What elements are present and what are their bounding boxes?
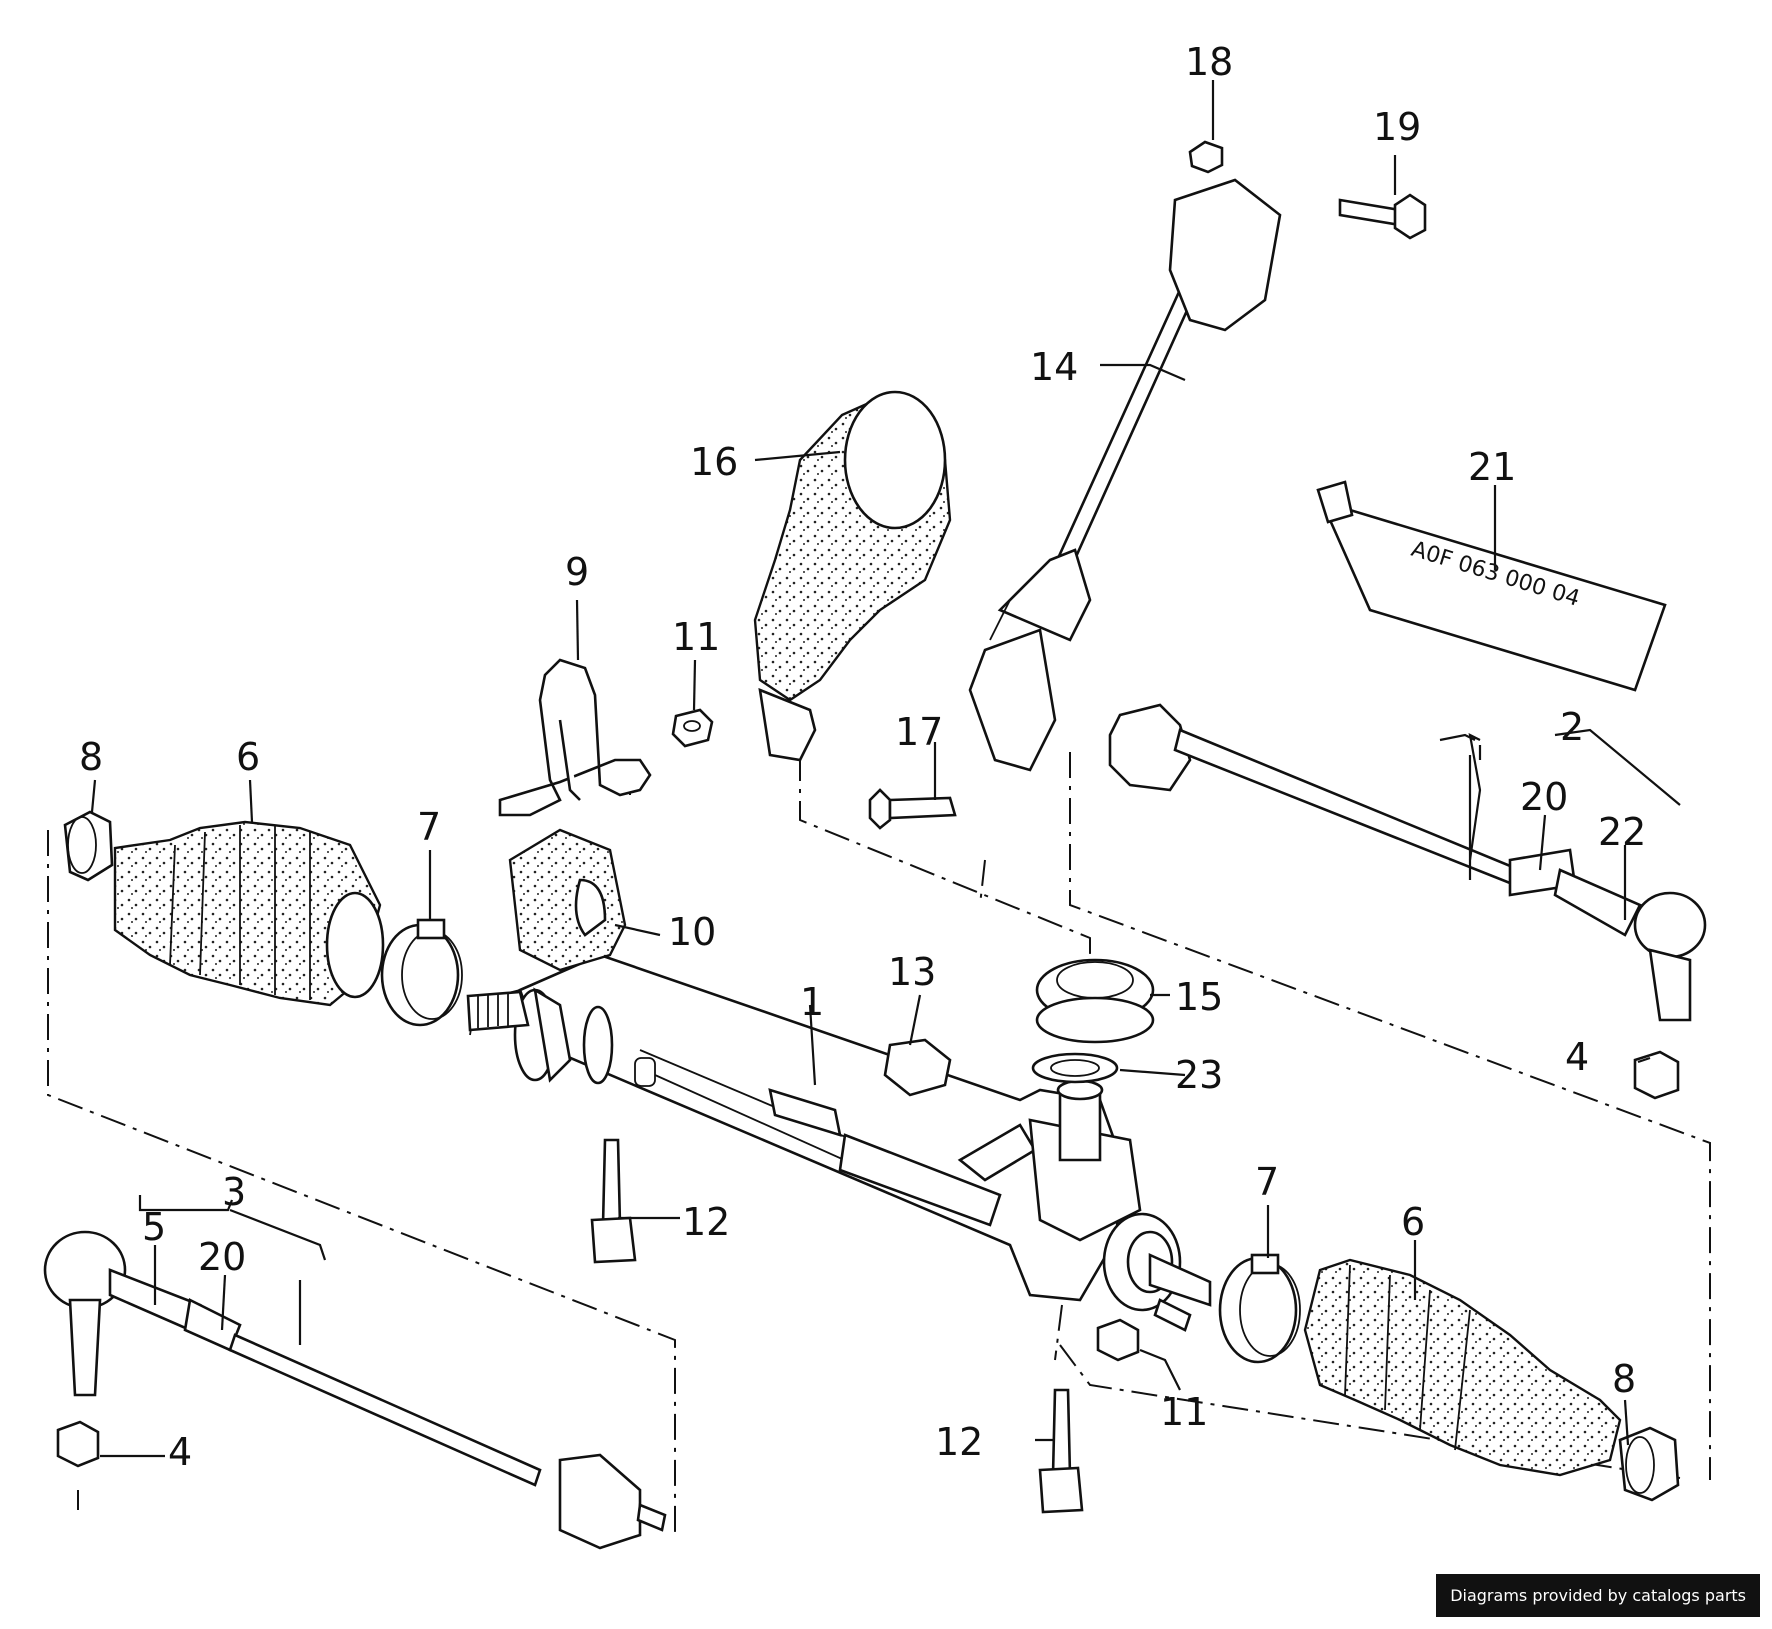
label-4-left: 4 — [168, 1430, 192, 1474]
label-15: 15 — [1175, 975, 1223, 1019]
seal-15 — [1035, 958, 1155, 1044]
steering-shaft — [968, 178, 1282, 772]
rack-boot-right — [1303, 1258, 1622, 1477]
label-2: 2 — [1560, 705, 1584, 749]
label-12-lower: 12 — [935, 1420, 983, 1464]
label-4-right: 4 — [1565, 1035, 1589, 1079]
label-1: 1 — [800, 980, 824, 1024]
label-8-left: 8 — [79, 735, 103, 779]
label-20-right: 20 — [1520, 775, 1568, 819]
pinch-bolt-17 — [868, 788, 957, 830]
tie-rod-left — [43, 1230, 667, 1550]
label-16: 16 — [690, 440, 738, 484]
label-23: 23 — [1175, 1053, 1223, 1097]
label-21: 21 — [1468, 445, 1516, 489]
boot-clamp-small-right — [1618, 1426, 1680, 1502]
label-13: 13 — [888, 950, 936, 994]
boot-clamp-small-left — [63, 810, 114, 882]
leader-lines — [90, 80, 1681, 1458]
label-11-lower: 11 — [1160, 1390, 1208, 1434]
boot-clamp-large-right — [1218, 1253, 1301, 1364]
label-7-right: 7 — [1255, 1160, 1279, 1204]
rack-end-right — [1102, 1212, 1212, 1332]
label-7-left: 7 — [417, 805, 441, 849]
label-20-left: 20 — [198, 1235, 246, 1279]
nut-upper — [671, 708, 714, 748]
tie-rod-right — [1108, 703, 1707, 1022]
label-12-upper: 12 — [682, 1200, 730, 1244]
rubber-mounting — [508, 828, 627, 972]
label-19: 19 — [1373, 105, 1421, 149]
steering-rack-housing — [466, 953, 1212, 1332]
castle-nut-left — [56, 1420, 100, 1468]
label-6-left: 6 — [236, 735, 260, 779]
castle-nut-right — [1633, 1050, 1680, 1100]
part-labels: 1 2 3 4 4 5 6 6 7 7 8 8 9 10 11 11 12 12… — [79, 40, 1646, 1474]
credit-badge: Diagrams provided by catalogs parts — [1436, 1574, 1760, 1617]
label-14: 14 — [1030, 345, 1078, 389]
washer-23 — [1031, 1052, 1119, 1084]
grease-tube: A0F 063 000 04 — [1316, 480, 1667, 692]
rack-boot-left — [113, 820, 385, 1007]
nut-lower — [1096, 1318, 1140, 1362]
label-18: 18 — [1185, 40, 1233, 84]
label-9: 9 — [565, 550, 589, 594]
label-5: 5 — [142, 1205, 166, 1249]
stud-12-upper — [590, 1138, 637, 1264]
nut-18 — [1188, 140, 1224, 174]
label-8-right: 8 — [1612, 1357, 1636, 1401]
column-boot — [753, 390, 952, 762]
bolt-19 — [1338, 193, 1427, 240]
label-22: 22 — [1598, 810, 1646, 854]
label-6-right: 6 — [1401, 1200, 1425, 1244]
clip-13 — [883, 1038, 952, 1097]
stud-12-lower — [1038, 1388, 1084, 1514]
mounting-clamp — [498, 658, 652, 817]
label-10: 10 — [668, 910, 716, 954]
boot-clamp-large-left — [380, 918, 463, 1027]
label-3: 3 — [222, 1170, 246, 1214]
label-17: 17 — [895, 710, 943, 754]
rack-end-left — [466, 990, 530, 1032]
label-11-upper: 11 — [672, 615, 720, 659]
